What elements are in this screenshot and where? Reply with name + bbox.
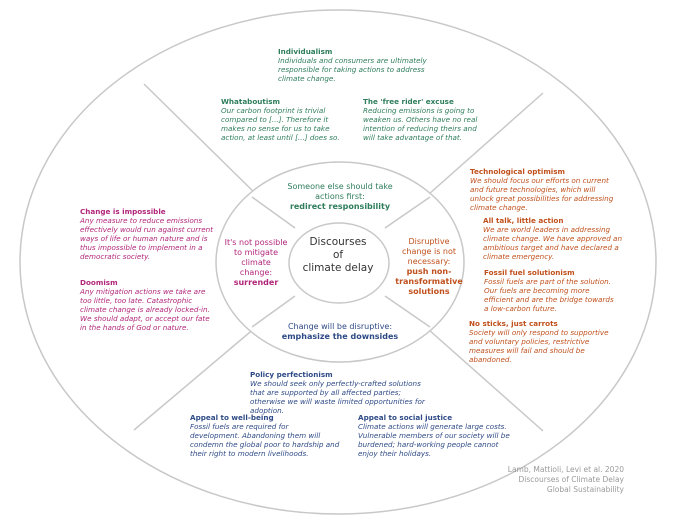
- inner-right-text: Disruptive change is not necessary:: [401, 237, 457, 266]
- outer-ellipse: [19, 9, 657, 515]
- center-line-1: Discourses: [309, 236, 367, 248]
- doomism-title: Doomism: [80, 278, 118, 287]
- discourse-all-talk: All talk, little action We are world lea…: [483, 216, 623, 261]
- inner-divider-tl: [251, 196, 296, 229]
- credit-line-2: Discourses of Climate Delay: [518, 475, 625, 484]
- all-talk-title: All talk, little action: [483, 216, 564, 225]
- discourse-individualism: Individualism Individuals and consumers …: [278, 47, 428, 83]
- inner-divider-tr: [384, 196, 431, 229]
- center-ellipse: [288, 222, 390, 304]
- discourse-appeal-wellbeing: Appeal to well-being Fossil fuels are re…: [190, 413, 340, 458]
- inner-non-transformative: Disruptive change is not necessary: push…: [395, 237, 463, 297]
- inner-bottom-emphasis: emphasize the downsides: [281, 332, 399, 341]
- inner-bottom-text: Change will be disruptive:: [287, 322, 393, 331]
- whataboutism-body: Our carbon footprint is trivial compared…: [221, 106, 340, 142]
- all-talk-body: We are world leaders in addressing clima…: [483, 225, 622, 261]
- inner-top-text: Someone else should take actions first:: [287, 182, 393, 201]
- inner-top-emphasis: redirect responsibility: [289, 202, 391, 211]
- no-sticks-body: Society will only respond to supportive …: [469, 328, 609, 364]
- free-rider-body: Reducing emissions is going to weaken us…: [363, 106, 478, 142]
- whataboutism-title: Whataboutism: [221, 97, 281, 106]
- change-impossible-body: Any measure to reduce emissions effectiv…: [80, 216, 214, 261]
- divider-top-left: [143, 83, 263, 201]
- center-line-3: climate delay: [302, 262, 374, 274]
- credit-line-3: Global Sustainability: [546, 485, 624, 494]
- tech-optimism-body: We should focus our efforts on current a…: [470, 176, 614, 212]
- tech-optimism-title: Technological optimism: [470, 167, 566, 176]
- doomism-body: Any mitigation actions we take are too l…: [80, 287, 210, 332]
- no-sticks-title: No sticks, just carrots: [469, 319, 558, 328]
- discourse-change-impossible: Change is impossible Any measure to redu…: [80, 207, 218, 261]
- policy-perfectionism-body: We should seek only perfectly-crafted so…: [250, 379, 425, 415]
- individualism-body: Individuals and consumers are ultimately…: [278, 56, 427, 83]
- discourse-appeal-social-justice: Appeal to social justice Climate actions…: [358, 413, 510, 458]
- discourse-technological-optimism: Technological optimism We should focus o…: [470, 167, 618, 212]
- divider-top-right: [419, 92, 544, 203]
- wellbeing-title: Appeal to well-being: [190, 413, 274, 422]
- social-justice-body: Climate actions will generate large cost…: [358, 422, 510, 458]
- free-rider-title: The 'free rider' excuse: [363, 97, 454, 106]
- discourse-fossil-fuel-solutionism: Fossil fuel solutionism Fossil fuels are…: [484, 268, 620, 313]
- divider-bottom-right: [419, 321, 544, 432]
- change-impossible-title: Change is impossible: [80, 207, 166, 216]
- fossil-fuel-body: Fossil fuels are part of the solution. O…: [484, 277, 614, 313]
- policy-perfectionism-title: Policy perfectionism: [250, 370, 333, 379]
- inner-left-emphasis: surrender: [233, 278, 279, 287]
- inner-redirect-responsibility: Someone else should take actions first: …: [283, 182, 397, 212]
- inner-emphasize-downsides: Change will be disruptive: emphasize the…: [270, 322, 410, 342]
- discourse-whataboutism: Whataboutism Our carbon footprint is tri…: [221, 97, 351, 142]
- divider-bottom-left: [133, 321, 263, 431]
- individualism-title: Individualism: [278, 47, 333, 56]
- wellbeing-body: Fossil fuels are required for developmen…: [190, 422, 340, 458]
- center-line-2: of: [332, 249, 344, 261]
- credit-line-1: Lamb, Mattioli, Levi et al. 2020: [507, 465, 624, 474]
- discourse-no-sticks: No sticks, just carrots Society will onl…: [469, 319, 617, 364]
- inner-divider-br: [384, 295, 431, 328]
- inner-surrender: It's not possible to mitigate climate ch…: [224, 238, 288, 288]
- discourse-policy-perfectionism: Policy perfectionism We should seek only…: [250, 370, 435, 415]
- discourse-free-rider: The 'free rider' excuse Reducing emissio…: [363, 97, 481, 142]
- social-justice-title: Appeal to social justice: [358, 413, 453, 422]
- discourse-doomism: Doomism Any mitigation actions we take a…: [80, 278, 218, 332]
- inner-left-text: It's not possible to mitigate climate ch…: [224, 238, 288, 277]
- center-title: Discourses of climate delay: [287, 236, 389, 275]
- fossil-fuel-title: Fossil fuel solutionism: [484, 268, 575, 277]
- inner-divider-bl: [251, 295, 296, 328]
- source-credit: Lamb, Mattioli, Levi et al. 2020 Discour…: [508, 465, 624, 495]
- inner-right-emphasis: push non-transformative solutions: [395, 267, 463, 296]
